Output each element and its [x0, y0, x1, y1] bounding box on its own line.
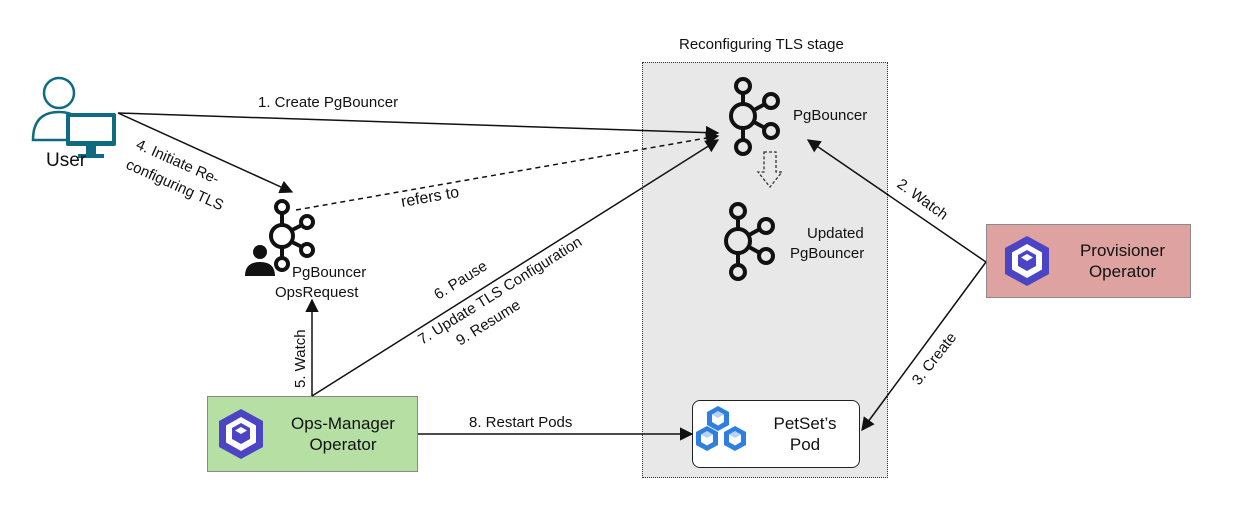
- edge-initiate: [117, 112, 294, 194]
- edge-label-watch-5: 5. Watch: [292, 329, 309, 388]
- pod-label-2: Pod: [789, 435, 821, 454]
- transition-arrow-icon: [756, 151, 784, 189]
- provisioner-operator-box[interactable]: Provisioner Operator: [986, 224, 1191, 298]
- opsrequest-icon: [245, 199, 315, 276]
- provisioner-label-2: Operator: [1088, 262, 1157, 281]
- ops-manager-label-1: Ops-Manager: [291, 414, 395, 433]
- edge-update-tls: [311, 139, 720, 397]
- user-icon: [31, 76, 116, 158]
- pod-label-1: PetSet’s: [773, 414, 837, 433]
- pgbouncer-label: PgBouncer: [793, 107, 868, 124]
- provisioner-label-1: Provisioner: [1079, 241, 1166, 260]
- operator-icon: [219, 409, 263, 459]
- edge-create-3: [861, 261, 987, 432]
- updated-pgbouncer-label-2: PgBouncer: [790, 245, 865, 262]
- cube-cluster-icon: [696, 406, 746, 451]
- edge-label-refers-to: refers to: [400, 184, 461, 211]
- edge-create-pgbouncer: [117, 112, 720, 140]
- edge-label-watch-2: 2. Watch: [894, 175, 951, 223]
- stage-title: Reconfiguring TLS stage: [679, 36, 844, 53]
- updated-pgbouncer-label-1: Updated: [807, 225, 864, 242]
- ops-manager-operator-box[interactable]: Ops-Manager Operator: [207, 396, 418, 472]
- updated-pgbouncer-icon: [724, 202, 775, 281]
- operator-icon: [1005, 236, 1049, 286]
- ops-manager-label-2: Operator: [309, 435, 377, 454]
- user-label: User: [46, 150, 87, 171]
- pgbouncer-icon: [729, 77, 780, 156]
- edge-refers-to: [295, 131, 720, 211]
- edge-label-restart-pods: 8. Restart Pods: [469, 414, 573, 431]
- edge-label-create-3: 3. Create: [909, 329, 960, 388]
- opsrequest-label-2: OpsRequest: [275, 284, 359, 301]
- edge-watch-2: [806, 139, 987, 263]
- opsrequest-label-1: PgBouncer: [292, 264, 367, 281]
- edge-label-create-pgbouncer: 1. Create PgBouncer: [258, 94, 399, 111]
